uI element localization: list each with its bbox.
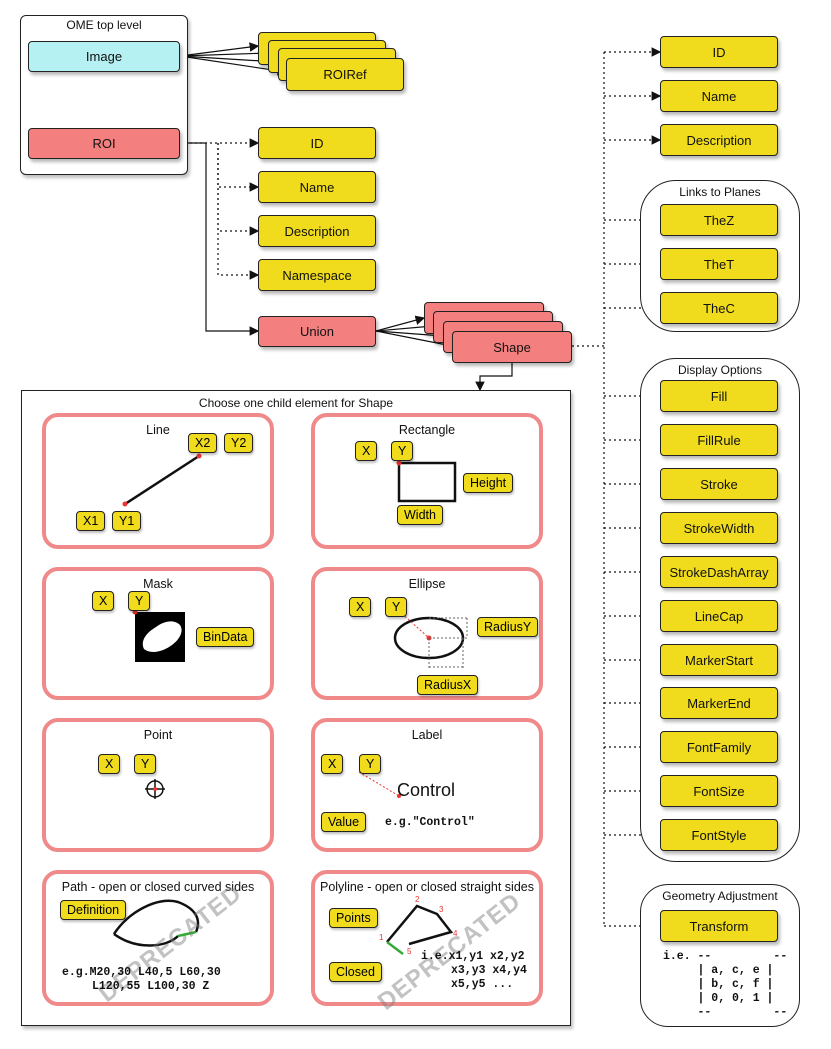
panel-title: Path - open or closed curved sides: [61, 880, 255, 894]
points-chip[interactable]: Points: [329, 908, 378, 928]
shape-name-node[interactable]: Name: [660, 80, 778, 112]
thet-node[interactable]: TheT: [660, 248, 778, 280]
panel-title: Label: [411, 728, 443, 742]
point-diagram: [145, 779, 165, 799]
rectangle-diagram: [396, 460, 457, 503]
group-title: Geometry Adjustment: [662, 889, 778, 903]
y-chip[interactable]: Y: [391, 441, 414, 461]
vertex-label: 3: [439, 905, 444, 914]
point-panel: Point X Y: [42, 718, 274, 852]
vertex-label: 5: [407, 947, 412, 956]
control-text: Control: [397, 780, 456, 800]
shape-description-node[interactable]: Description: [660, 124, 778, 156]
matrix-line-4: | 0, 0, 1 |: [663, 992, 774, 1005]
image-node[interactable]: Image: [28, 41, 180, 72]
roi-id-node[interactable]: ID: [258, 127, 376, 159]
roi-namespace-node[interactable]: Namespace: [258, 259, 376, 291]
bindata-chip[interactable]: BinData: [196, 627, 255, 647]
fillrule-node[interactable]: FillRule: [660, 424, 778, 456]
fontfamily-node[interactable]: FontFamily: [660, 731, 778, 763]
x-chip[interactable]: X: [92, 591, 115, 611]
roi-name-node[interactable]: Name: [258, 171, 376, 203]
label-panel: Label X Y Control Value e.g."Control": [311, 718, 543, 852]
panel-title: Mask: [143, 577, 173, 591]
width-chip[interactable]: Width: [397, 505, 443, 525]
x-chip[interactable]: X: [349, 597, 372, 617]
fontsize-node[interactable]: FontSize: [660, 775, 778, 807]
path-panel: Path - open or closed curved sides DEPRE…: [42, 870, 274, 1008]
panel-title: Line: [146, 423, 170, 437]
radiusx-chip[interactable]: RadiusX: [417, 675, 479, 695]
x-chip[interactable]: X: [98, 754, 121, 774]
shape-id-node[interactable]: ID: [660, 36, 778, 68]
panel-title: Polyline - open or closed straight sides: [319, 880, 534, 894]
y2-chip[interactable]: Y2: [224, 433, 254, 453]
mask-panel: Mask X Y BinData: [42, 567, 274, 700]
definition-chip[interactable]: Definition: [60, 900, 127, 920]
matrix-line-2: | a, c, e |: [663, 964, 774, 977]
choose-title: Choose one child element for Shape: [198, 396, 394, 410]
label-diagram: [358, 771, 401, 798]
closed-chip[interactable]: Closed: [329, 962, 382, 982]
y1-chip[interactable]: Y1: [112, 511, 142, 531]
path-example-1: e.g.M20,30 L40,5 L60,30: [62, 966, 221, 979]
matrix-line-1: i.e. -- --: [663, 950, 788, 963]
stroke-node[interactable]: Stroke: [660, 468, 778, 500]
height-chip[interactable]: Height: [463, 473, 514, 493]
vertex-label: 1: [379, 933, 384, 942]
group-title: Links to Planes: [679, 185, 761, 199]
path-diagram: [112, 899, 200, 947]
vertex-label: 2: [415, 895, 420, 904]
y-chip[interactable]: Y: [134, 754, 157, 774]
fill-node[interactable]: Fill: [660, 380, 778, 412]
roiref-node[interactable]: ROIRef: [286, 58, 404, 91]
mask-diagram: [132, 609, 185, 662]
transform-node[interactable]: Transform: [660, 910, 778, 942]
rectangle-panel: Rectangle X Y Height Width: [311, 413, 543, 549]
polyline-example-3: x5,y5 ...: [451, 978, 514, 991]
matrix-line-5: -- --: [663, 1006, 788, 1019]
roi-description-node[interactable]: Description: [258, 215, 376, 247]
vertex-label: 4: [453, 929, 458, 938]
markerend-node[interactable]: MarkerEnd: [660, 687, 778, 719]
polyline-panel: Polyline - open or closed straight sides…: [311, 870, 543, 1016]
polyline-diagram: 1 2 3 4 5: [379, 895, 458, 956]
linecap-node[interactable]: LineCap: [660, 600, 778, 632]
x1-chip[interactable]: X1: [76, 511, 106, 531]
shape-node[interactable]: Shape: [452, 331, 572, 363]
x-chip[interactable]: X: [355, 441, 378, 461]
strokewidth-node[interactable]: StrokeWidth: [660, 512, 778, 544]
x-chip[interactable]: X: [321, 754, 344, 774]
value-chip[interactable]: Value: [321, 812, 367, 832]
path-example-2: L120,55 L100,30 Z: [92, 980, 210, 993]
x2-chip[interactable]: X2: [188, 433, 218, 453]
roi-node[interactable]: ROI: [28, 128, 180, 159]
markerstart-node[interactable]: MarkerStart: [660, 644, 778, 676]
panel-title: Rectangle: [398, 423, 456, 437]
group-title: OME top level: [66, 18, 142, 32]
polyline-example-2: x3,y3 x4,y4: [451, 964, 527, 977]
line-diagram: [122, 453, 202, 507]
polyline-example-1: i.e.x1,y1 x2,y2: [421, 950, 525, 963]
line-panel: Line X1 Y1 X2 Y2: [42, 413, 274, 549]
ellipse-panel: Ellipse X Y RadiusY RadiusX: [311, 567, 543, 700]
thez-node[interactable]: TheZ: [660, 204, 778, 236]
y-chip[interactable]: Y: [359, 754, 382, 774]
strokedasharray-node[interactable]: StrokeDashArray: [660, 556, 778, 588]
matrix-line-3: | b, c, f |: [663, 978, 774, 991]
group-title: Display Options: [677, 363, 763, 377]
panel-title: Ellipse: [408, 577, 446, 591]
ellipse-diagram: [393, 610, 469, 669]
thec-node[interactable]: TheC: [660, 292, 778, 324]
y-chip[interactable]: Y: [128, 591, 151, 611]
union-node[interactable]: Union: [258, 316, 376, 347]
y-chip[interactable]: Y: [385, 597, 408, 617]
label-example: e.g."Control": [385, 816, 475, 829]
geometry-adjustment-group: Geometry Adjustment: [640, 884, 800, 1027]
radiusy-chip[interactable]: RadiusY: [477, 617, 539, 637]
fontstyle-node[interactable]: FontStyle: [660, 819, 778, 851]
panel-title: Point: [143, 728, 173, 742]
